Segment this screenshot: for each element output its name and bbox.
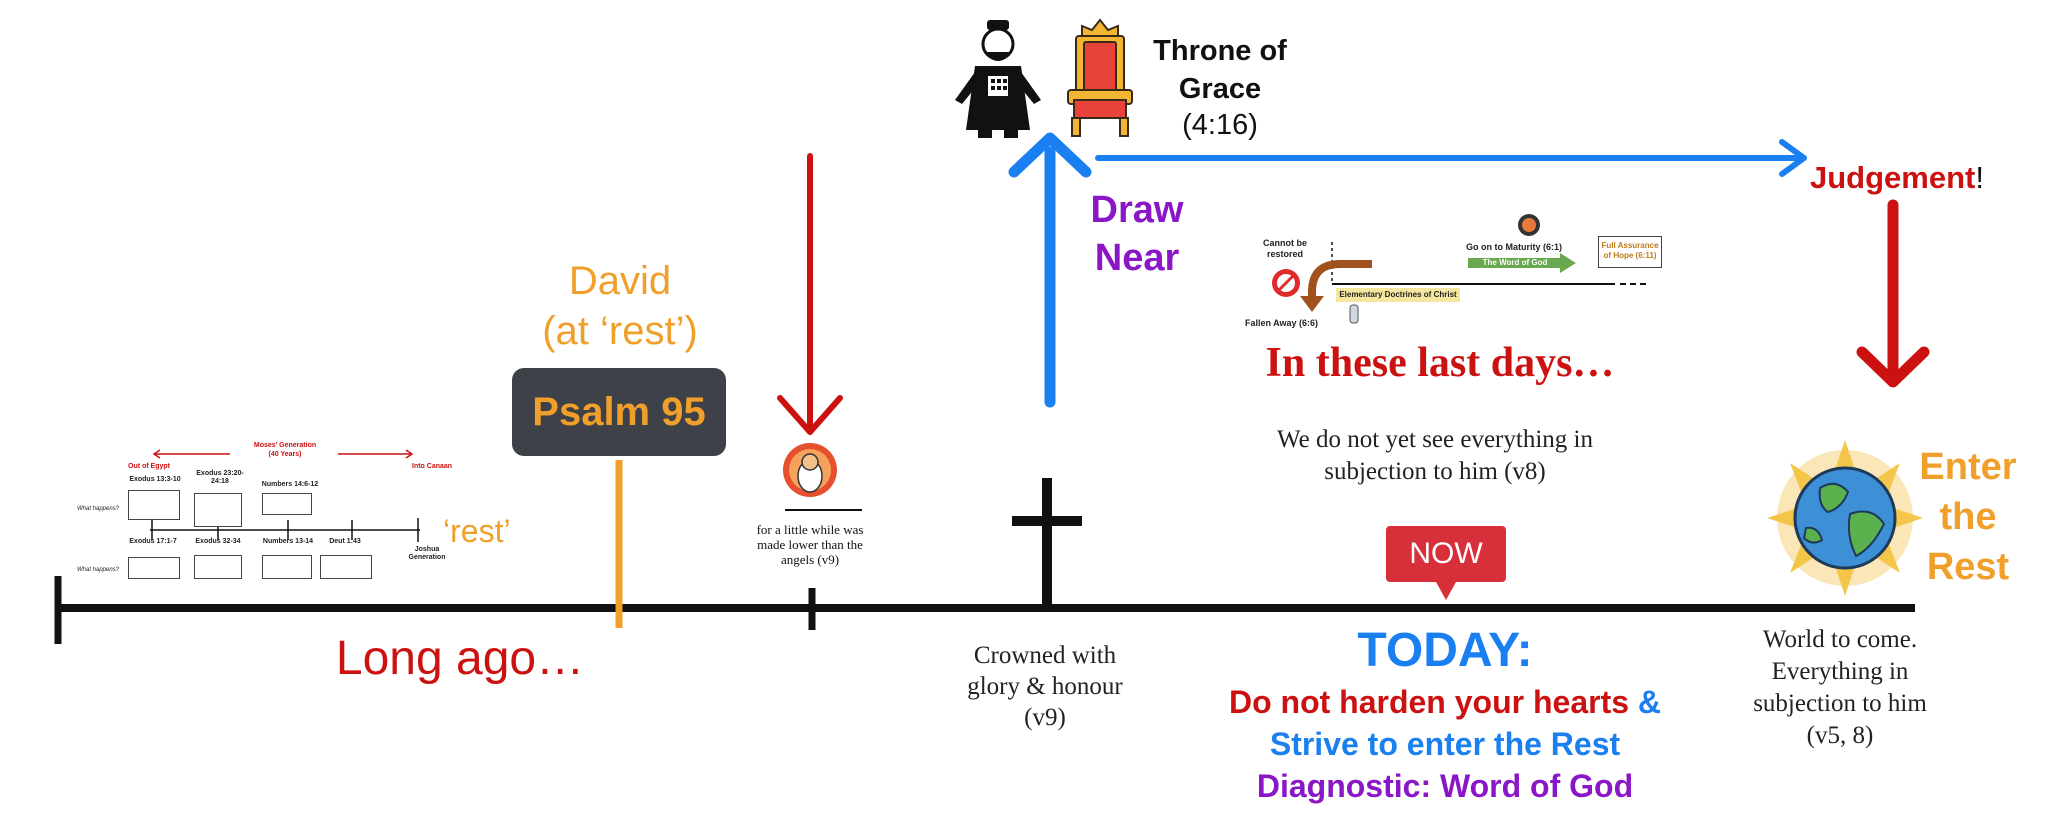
moses-generation-label: Moses’ Generation: [253, 442, 317, 449]
judgement-arrow: [1095, 139, 1807, 177]
ref-exodus-13: Exodus 13:3-10: [129, 476, 181, 483]
long-ago-label: Long ago…: [335, 632, 585, 685]
event-box: [320, 555, 372, 579]
today-line-1: Do not harden your hearts &: [1160, 682, 1730, 722]
ref-numbers-13: Numbers 13-14: [262, 538, 314, 545]
ampersand-text: &: [1637, 684, 1662, 720]
full-assurance-box: Full Assurance of Hope (6:11): [1598, 236, 1662, 268]
what-happens-bottom: What happens?: [77, 567, 120, 573]
judgement-label: Judgement!: [1810, 160, 2010, 196]
do-not-harden-text: Do not harden your hearts: [1228, 684, 1630, 720]
draw-near-arrow: [1008, 132, 1092, 408]
what-happens-top: What happens?: [77, 506, 120, 512]
ref-exodus-17: Exodus 17:1-7: [129, 538, 177, 545]
moses-generation-sub: (40 Years): [268, 451, 302, 458]
now-badge-tail: [1436, 582, 1456, 600]
cannot-restore-label: Cannot be restored: [1263, 238, 1307, 259]
diagnostic-text: Diagnostic: Word of God: [1256, 768, 1634, 804]
last-days-label: In these last days…: [1265, 340, 1615, 386]
out-of-egypt-label: Out of Egypt: [128, 463, 170, 470]
incarnation-arrow: [777, 153, 843, 435]
throne-of-grace-title: Throne of Grace: [1153, 35, 1287, 105]
ref-exodus-32: Exodus 32-34: [195, 538, 241, 545]
judgement-down-arrow: [1856, 199, 1930, 388]
event-box: [194, 555, 242, 579]
ref-numbers-14: Numbers 14:6-12: [261, 481, 319, 488]
judgement-mark: !: [1975, 160, 1984, 195]
enter-the-rest-label: Enter the Rest: [1919, 446, 2017, 588]
cross-icon: [1012, 478, 1082, 608]
not-yet-caption: We do not yet see everything in subjecti…: [1277, 426, 1593, 485]
word-of-god-arrow-label: The Word of God: [1482, 258, 1548, 267]
today-heading: TODAY:: [1357, 624, 1533, 677]
rest-label: ‘rest’: [443, 513, 511, 549]
psalm-95-button[interactable]: Psalm 95: [512, 368, 726, 456]
throne-icon: [1067, 18, 1133, 137]
ref-deut-1: Deut 1:43: [329, 538, 361, 545]
high-priest-icon: [955, 20, 1041, 138]
david-rest-label: (at ‘rest’): [542, 309, 698, 353]
go-on-to-maturity-label: Go on to Maturity (6:1): [1466, 242, 1562, 252]
event-box: [262, 555, 312, 579]
event-box: [194, 493, 242, 527]
joshua-generation-label: Joshua Generation: [408, 546, 446, 561]
strive-to-enter-text: Strive to enter the Rest: [1269, 726, 1621, 762]
event-box: [128, 490, 180, 520]
david-label: David: [568, 259, 672, 303]
maturity-chart-lines: [1272, 214, 1650, 324]
cross-caption: Crowned with glory & honour (v9): [967, 642, 1123, 731]
judgement-word: Judgement: [1810, 160, 1976, 195]
incarnation-caption: for a little while was made lower than t…: [756, 522, 864, 567]
world-to-come-icon: [1767, 440, 1923, 596]
event-box: [128, 557, 180, 579]
draw-near-label: Draw Near: [1090, 189, 1184, 279]
elementary-doctrines-label: Elementary Doctrines of Christ: [1336, 288, 1460, 302]
into-canaan-label: Into Canaan: [412, 463, 453, 470]
baby-jesus-icon: [783, 443, 837, 497]
now-badge: NOW: [1386, 526, 1506, 582]
fallen-away-label: Fallen Away (6:6): [1245, 318, 1319, 328]
event-box: [262, 493, 312, 515]
moses-chart-lines: [152, 449, 414, 459]
throne-of-grace-ref: (4:16): [1182, 109, 1258, 141]
ref-exodus-23: Exodus 23:20-24:18: [196, 470, 244, 485]
world-to-come-caption: World to come. Everything in subjection …: [1753, 626, 1927, 749]
